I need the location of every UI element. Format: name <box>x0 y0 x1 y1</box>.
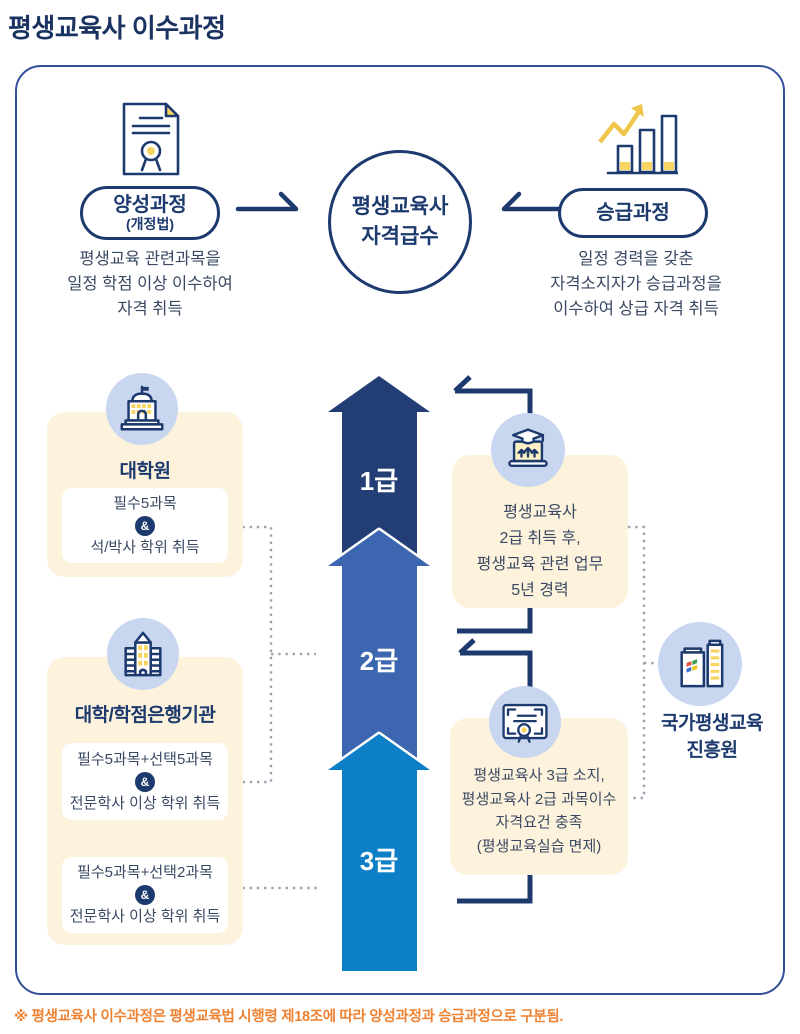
agency-buildings-icon <box>680 639 724 688</box>
requirement-line1: 필수5과목+선택5과목 <box>77 750 213 768</box>
level3-arrow <box>325 731 433 971</box>
and-badge: & <box>135 771 155 792</box>
and-badge: & <box>135 515 155 536</box>
university-building-icon <box>124 631 162 677</box>
training-course-description: 평생교육 관련과목을 일정 학점 이상 이수하여 자격 취득 <box>67 250 233 318</box>
upgrade-course-label: 승급과정 <box>596 202 670 224</box>
university-requirement-box-2: 필수5과목+선택2과목 & 전문학사 이상 학위 취득 <box>62 857 228 933</box>
level3-label: 3급 <box>360 846 398 876</box>
training-course-sublabel: (개정법) <box>126 215 174 232</box>
requirement-card-text: 평생교육사 3급 소지, 평생교육사 2급 과목이수 자격요건 충족 (평생교육… <box>461 767 617 855</box>
level1-label: 1급 <box>360 466 398 496</box>
training-course-label: 양성과정 <box>113 193 187 216</box>
and-badge: & <box>135 885 155 905</box>
certificate-icon <box>122 102 180 176</box>
requirement-line2: 전문학사 이상 학위 취득 <box>69 908 221 925</box>
requirement-line2: 전문학사 이상 학위 취득 <box>69 794 221 812</box>
diploma-icon <box>502 703 548 743</box>
requirement-line1: 필수5과목+선택2과목 <box>77 864 213 881</box>
level1-arrow <box>328 376 430 561</box>
requirement-line2: 석/박사 학위 취득 <box>90 538 200 556</box>
training-course-badge: 양성과정 (개정법) <box>80 186 220 240</box>
agency-icon-circle <box>658 622 742 706</box>
footnote: ※ 평생교육사 이수과정은 평생교육법 시행령 제18조에 따라 양성과정과 승… <box>14 1009 564 1025</box>
agency-label-line1: 국가평생교육 <box>661 713 763 734</box>
experience-icon-circle <box>491 413 565 487</box>
level2-label: 2급 <box>360 646 398 676</box>
graduate-school-building-icon <box>120 385 164 431</box>
qualification-grade-line2: 자격급수 <box>361 225 439 248</box>
rising-bar-chart-icon <box>598 104 678 175</box>
level-arrows: 1급 2급 3급 <box>325 376 433 971</box>
grad-school-icon-circle <box>106 373 178 445</box>
university-icon-circle <box>107 618 179 690</box>
requirement-icon-circle <box>489 686 561 758</box>
experience-card-text: 평생교육사 2급 취득 후, 평생교육 관련 업무 5년 경력 <box>476 504 604 599</box>
university-requirement-box-1: 필수5과목+선택5과목 & 전문학사 이상 학위 취득 <box>62 743 228 820</box>
university-title: 대학/학점은행기관 <box>74 705 216 726</box>
grad-school-title: 대학원 <box>119 461 171 482</box>
grad-school-requirement-box: 필수5과목 & 석/박사 학위 취득 <box>62 488 228 563</box>
qualification-grade-line1: 평생교육사 <box>351 195 449 218</box>
upgrade-course-description: 일정 경력을 갖춘 자격소지자가 승급과정을 이수하여 상급 자격 취득 <box>550 250 722 318</box>
upgrade-course-badge: 승급과정 <box>558 188 708 238</box>
qualification-grade-circle: 평생교육사 자격급수 <box>328 150 472 294</box>
agency-label: 국가평생교육 진흥원 <box>632 710 792 764</box>
requirement-line1: 필수5과목 <box>113 494 177 512</box>
agency-label-line2: 진흥원 <box>686 740 738 761</box>
page-title: 평생교육사 이수과정 <box>8 13 226 43</box>
laptop-graduation-icon <box>508 428 548 467</box>
